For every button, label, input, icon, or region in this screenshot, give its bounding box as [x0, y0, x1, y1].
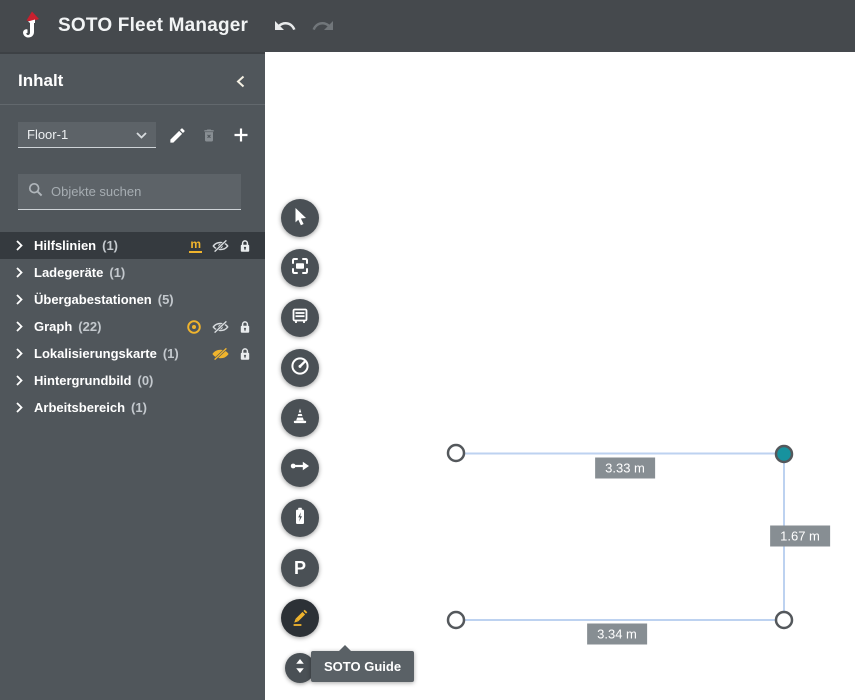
topbar: SOTO Fleet Manager [0, 0, 855, 52]
expand-chevron-icon[interactable] [16, 321, 34, 332]
measurement-label-top: 3.33 m [595, 457, 655, 479]
dashboard-tool-button[interactable] [281, 349, 319, 387]
floor-select-value: Floor-1 [27, 127, 69, 142]
expand-chevron-icon[interactable] [16, 240, 34, 251]
tree-row-lokalisierungskarte[interactable]: Lokalisierungskarte (1) [0, 340, 265, 367]
sidebar: Inhalt Floor-1 [0, 52, 265, 700]
gauge-icon [289, 355, 311, 382]
lock-icon[interactable] [238, 238, 251, 253]
palette-scroll-button[interactable] [285, 653, 315, 683]
pencil-icon [289, 605, 311, 632]
visibility-off-icon[interactable] [211, 319, 229, 334]
chevron-down-icon [136, 127, 147, 142]
object-tree: Hilfslinien (1) m [0, 232, 265, 421]
floor-selector-row: Floor-1 [0, 105, 265, 148]
lock-icon[interactable] [238, 319, 251, 334]
tree-row-arbeitsbereich[interactable]: Arbeitsbereich (1) [0, 394, 265, 421]
sidebar-title: Inhalt [18, 71, 64, 90]
frame-icon [289, 255, 311, 282]
parking-icon: P [293, 557, 306, 578]
station-icon [289, 305, 311, 332]
sidebar-collapse-button[interactable] [236, 75, 245, 88]
select-tool-button[interactable] [281, 199, 319, 237]
measurement-label-right: 1.67 m [770, 525, 830, 547]
charger-tool-button[interactable] [281, 499, 319, 537]
parking-tool-button[interactable]: P [281, 549, 319, 587]
traffic-cone-icon [289, 405, 311, 432]
guide-node-top-right-selected[interactable] [774, 444, 794, 464]
soto-guide-tooltip: SOTO Guide [311, 645, 415, 682]
tree-row-hintergrundbild[interactable]: Hintergrundbild (0) [0, 367, 265, 394]
search-input[interactable] [51, 184, 231, 199]
lock-icon[interactable] [238, 346, 251, 361]
tree-row-graph[interactable]: Graph (22) [0, 313, 265, 340]
search-box [18, 174, 241, 210]
measurement-label-bottom: 3.34 m [587, 623, 647, 645]
delete-floor-button[interactable] [200, 124, 220, 146]
guide-node-top-left[interactable] [446, 443, 466, 463]
path-tool-button[interactable] [281, 449, 319, 487]
cone-tool-button[interactable] [281, 399, 319, 437]
tool-palette: P [281, 199, 319, 637]
target-icon[interactable] [186, 319, 202, 335]
tree-row-ladegeraete[interactable]: Ladegeräte (1) [0, 259, 265, 286]
guide-node-bottom-left[interactable] [446, 610, 466, 630]
add-floor-button[interactable] [231, 124, 251, 146]
redo-button[interactable] [308, 11, 338, 41]
undo-button[interactable] [270, 11, 300, 41]
expand-chevron-icon[interactable] [16, 267, 34, 278]
tree-row-hilfslinien[interactable]: Hilfslinien (1) m [0, 232, 265, 259]
edit-floor-button[interactable] [168, 124, 188, 146]
guide-node-bottom-right[interactable] [774, 610, 794, 630]
visibility-off-icon[interactable] [211, 238, 229, 253]
visibility-off-active-icon[interactable] [211, 346, 229, 361]
measure-unit-icon[interactable]: m [189, 237, 202, 253]
floor-select[interactable]: Floor-1 [18, 122, 156, 148]
station-tool-button[interactable] [281, 299, 319, 337]
battery-charging-icon [289, 505, 311, 532]
fit-selection-tool-button[interactable] [281, 249, 319, 287]
cursor-icon [289, 205, 311, 232]
search-icon [28, 182, 43, 202]
expand-chevron-icon[interactable] [16, 348, 34, 359]
expand-chevron-icon[interactable] [16, 375, 34, 386]
arrow-right-icon [289, 455, 311, 482]
soto-logo-icon [12, 9, 46, 43]
tree-row-uebergabestationen[interactable]: Übergabestationen (5) [0, 286, 265, 313]
app-title: SOTO Fleet Manager [58, 15, 249, 36]
drawing-canvas[interactable]: 3.33 m 1.67 m 3.34 m [265, 52, 855, 700]
guide-pencil-tool-button[interactable] [281, 599, 319, 637]
sidebar-header: Inhalt [0, 54, 265, 104]
expand-chevron-icon[interactable] [16, 402, 34, 413]
sidebar-divider [0, 104, 265, 105]
expand-chevron-icon[interactable] [16, 294, 34, 305]
up-down-arrows-icon [285, 651, 315, 686]
